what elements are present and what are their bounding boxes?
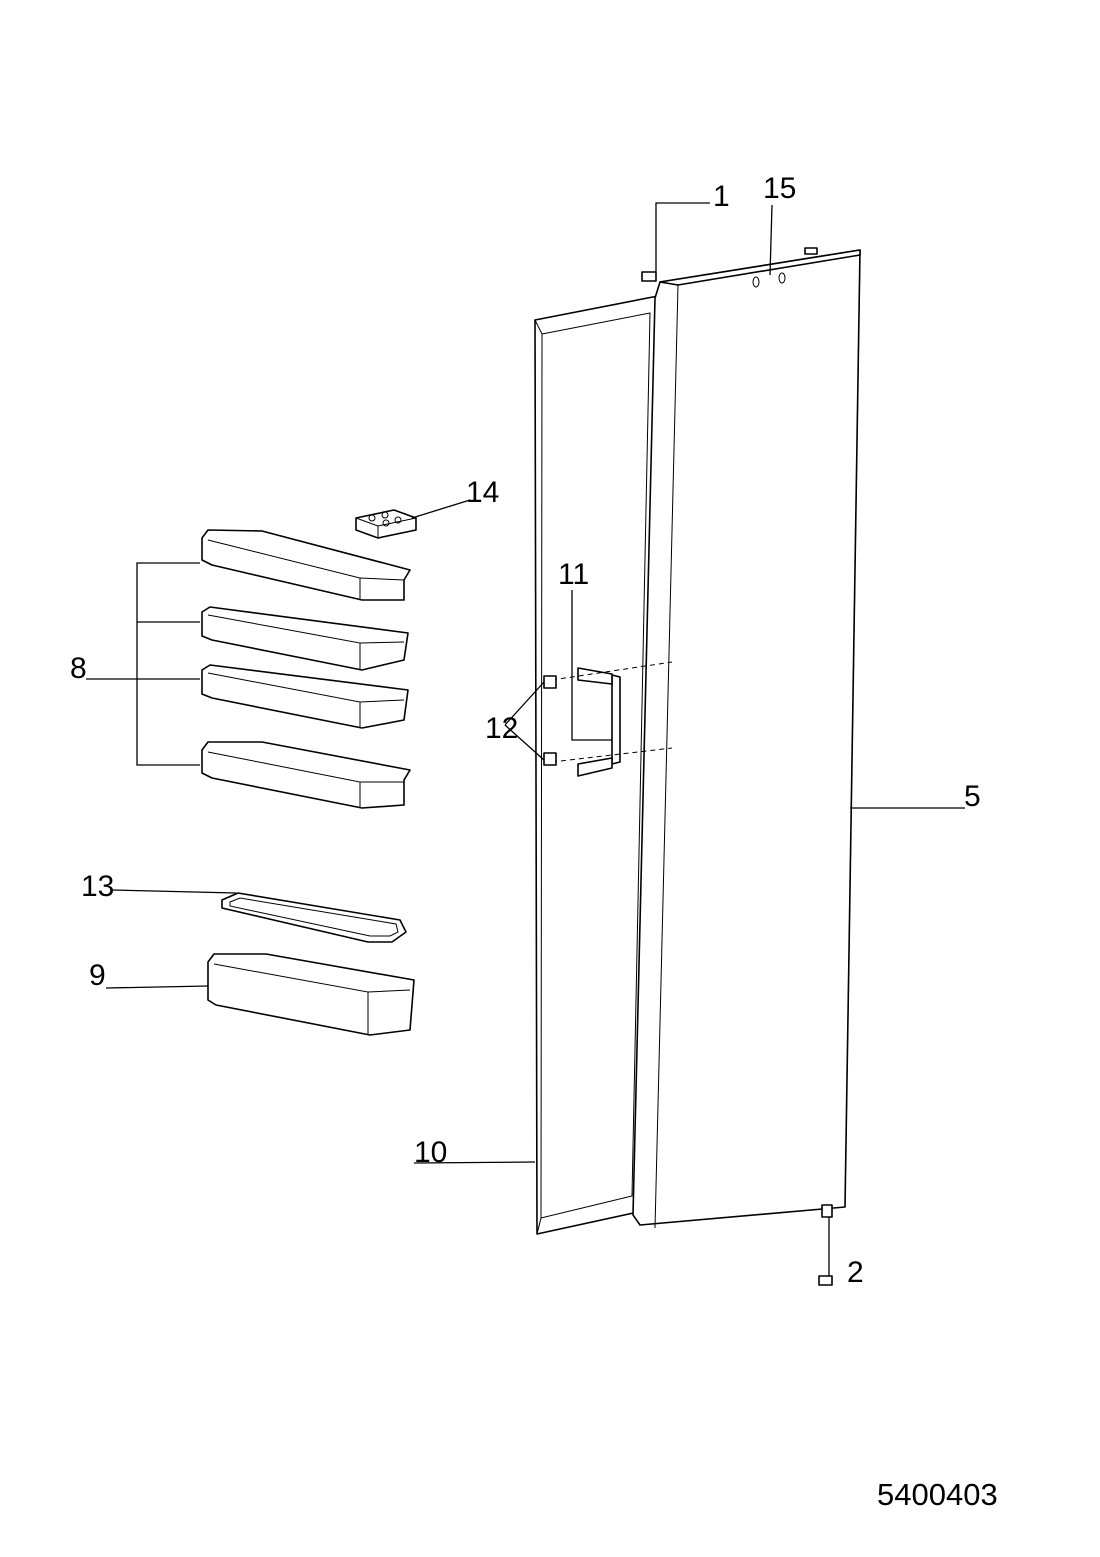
callout-1: 1 [713,180,730,213]
shelf-divider [221,892,407,943]
callout-10: 10 [414,1136,447,1169]
callout-15: 15 [763,172,796,205]
top-hinge-cap [641,271,657,282]
bottle-shelf [207,953,415,1036]
document-number: 5400403 [877,1477,998,1512]
callout-5: 5 [964,780,981,813]
bottom-hinge-cap [818,1204,833,1286]
door-shelf-4 [201,741,411,809]
callout-11: 11 [558,558,589,591]
leader-lines [86,202,965,1276]
door-handle [551,661,673,777]
callout-2: 2 [847,1256,864,1289]
callout-12: 12 [485,712,518,745]
callout-9: 9 [89,959,106,992]
door-shelf-3 [201,664,409,729]
callout-13: 13 [81,870,114,903]
callout-8: 8 [70,652,87,685]
egg-tray [355,509,417,539]
door-shelf-2 [201,606,409,671]
door-shelf-1 [201,529,411,601]
door-outer-panel [632,247,861,1229]
callout-14: 14 [466,476,499,509]
